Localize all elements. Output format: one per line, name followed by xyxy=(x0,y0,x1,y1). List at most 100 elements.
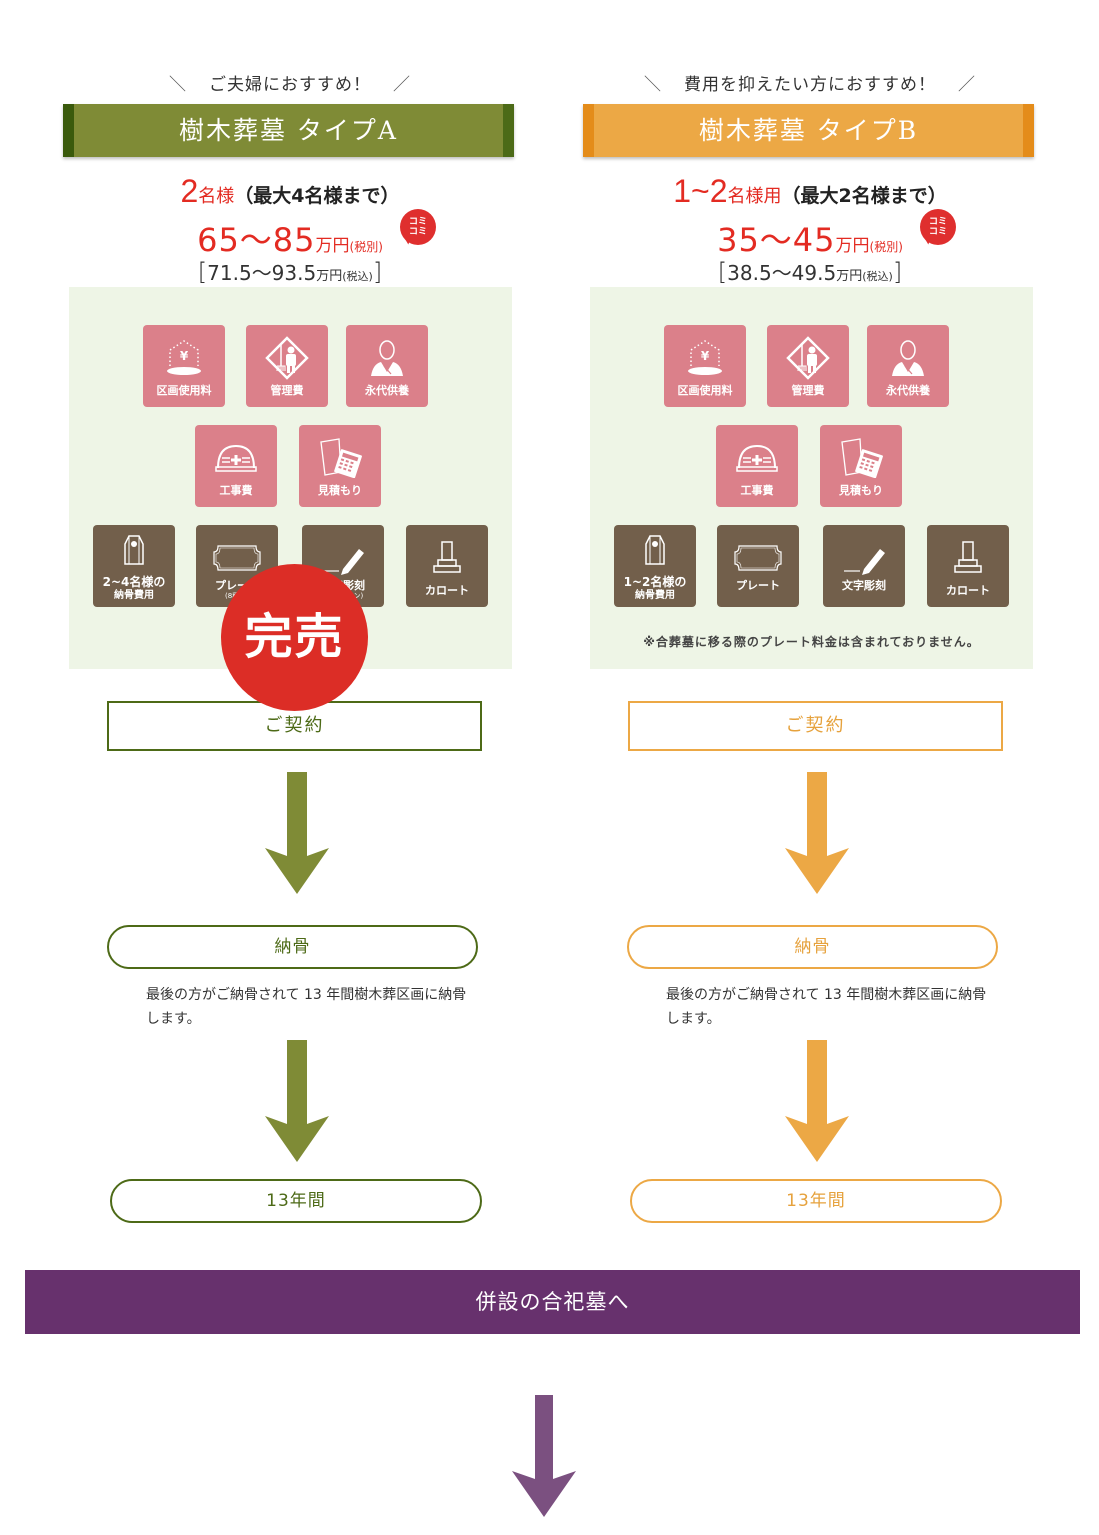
capacity-note: （最大2名様まで） xyxy=(781,185,947,207)
monk-icon xyxy=(867,337,949,379)
tile-management-fee: 管理費 xyxy=(246,325,328,407)
bracket-open: [ xyxy=(197,258,208,286)
interment-description: 最後の方がご納骨されて 13 年間樹木葬区画に納骨します。 xyxy=(666,987,987,1027)
pen-icon xyxy=(823,537,905,579)
contract-step: ご契約 xyxy=(628,701,1003,751)
arrow-down-icon xyxy=(511,1395,576,1519)
helmet-icon xyxy=(716,437,798,479)
plan-title: 樹木葬墓 タイプB xyxy=(583,104,1034,157)
tile-construction-fee: 工事費 xyxy=(195,425,277,507)
capacity-count: 1~2 xyxy=(673,173,728,209)
included-items-panel: ¥ 区画使用料 管理費 永代供養 工事費 見積もり xyxy=(69,287,512,669)
arrow-down-icon xyxy=(785,772,849,896)
svg-text:¥: ¥ xyxy=(180,349,189,363)
plot-yen-icon: ¥ xyxy=(664,337,746,379)
joint-grave-banner[interactable]: 併設の合祀墓へ xyxy=(25,1270,1080,1334)
komikomi-text: コミ コミ xyxy=(408,217,427,237)
capacity-note: （最大4名様まで） xyxy=(234,185,400,207)
plan-tagline: ＼ご夫婦におすすめ！／ xyxy=(60,70,520,95)
tile-plate: プレート xyxy=(717,525,799,607)
price-range: 35〜45 xyxy=(717,221,836,259)
tile-label: 区画使用料 xyxy=(677,384,733,397)
plan-price: 65〜85万円(税別) xyxy=(60,215,520,261)
plate-fee-note: ※合葬墓に移る際のプレート料金は含まれておりません。 xyxy=(643,635,980,649)
capacity-unit: 名様用 xyxy=(727,186,782,207)
monk-icon xyxy=(346,337,428,379)
tile-label: 区画使用料 xyxy=(156,384,212,397)
bracket-open: [ xyxy=(717,258,728,286)
tile-label-line2: 納骨費用 xyxy=(114,590,154,601)
plan-tagline: ＼ 費用を抑えたい方におすすめ！ ／ xyxy=(580,70,1040,95)
tile-interment-fee: 2~4名様の 納骨費用 xyxy=(93,525,175,607)
svg-text:¥: ¥ xyxy=(701,349,710,363)
plate-icon xyxy=(717,537,799,579)
arrow-down-icon xyxy=(785,1040,849,1164)
tile-estimate: 見積もり xyxy=(299,425,381,507)
tile-label: 管理費 xyxy=(270,384,304,397)
tile-engraving: 文字彫刻 xyxy=(823,525,905,607)
calculator-icon xyxy=(820,437,902,479)
urn-icon xyxy=(614,531,696,567)
incl-range: 38.5〜49.5 xyxy=(727,261,837,285)
tile-label: 見積もり xyxy=(318,484,362,497)
helmet-icon xyxy=(195,437,277,479)
tile-interment-fee: 1~2名様の 納骨費用 xyxy=(614,525,696,607)
tagline-text: 費用を抑えたい方におすすめ！ xyxy=(684,75,936,95)
tile-label-line1: 1~2名様の xyxy=(623,575,687,589)
tile-label: 永代供養 xyxy=(365,384,409,397)
plot-yen-icon: ¥ xyxy=(143,337,225,379)
plan-capacity: 2名様（最大4名様まで） xyxy=(60,173,520,210)
tile-label: プレート xyxy=(717,579,799,592)
tile-label: 2~4名様の 納骨費用 xyxy=(93,576,175,602)
tile-label: 永代供養 xyxy=(886,384,930,397)
incl-tax-note: (税込) xyxy=(342,270,373,283)
tile-label-line2: 納骨費用 xyxy=(635,590,675,601)
caretaker-icon xyxy=(246,336,328,380)
tagline-slash-left: ＼ xyxy=(644,75,662,95)
tombstone-icon xyxy=(927,537,1009,579)
arrow-down-icon xyxy=(265,1040,329,1164)
interment-description: 最後の方がご納骨されて 13 年間樹木葬区画に納骨します。 xyxy=(146,987,467,1027)
tile-karoto: カロート xyxy=(927,525,1009,607)
komikomi-text: コミ コミ xyxy=(928,217,947,237)
tile-label-main: 文字彫刻 xyxy=(842,579,886,592)
tile-label: 文字彫刻 xyxy=(823,579,905,592)
price-range: 65〜85 xyxy=(197,221,316,259)
plate-icon xyxy=(196,537,278,579)
plan-title: 樹木葬墓 タイプA xyxy=(63,104,514,157)
price-tax-note: (税別) xyxy=(869,240,903,254)
tile-perpetual-memorial: 永代供養 xyxy=(346,325,428,407)
komikomi-badge: コミ コミ xyxy=(920,209,956,245)
tile-plot-fee: ¥ 区画使用料 xyxy=(664,325,746,407)
tile-label-line1: 2~4名様の xyxy=(102,575,166,589)
tile-karoto: カロート xyxy=(406,525,488,607)
tile-label: カロート xyxy=(946,584,990,597)
tagline-slash-right: ／ xyxy=(958,75,976,95)
tile-label: 1~2名様の 納骨費用 xyxy=(614,576,696,602)
tile-label: 管理費 xyxy=(791,384,825,397)
sold-out-badge: 完売 xyxy=(221,564,368,711)
tile-plot-fee: ¥ 区画使用料 xyxy=(143,325,225,407)
incl-unit: 万円 xyxy=(836,269,863,284)
tombstone-icon xyxy=(406,537,488,579)
tile-engraving: 文字彫刻 (…デザイン) xyxy=(302,525,384,607)
tile-management-fee: 管理費 xyxy=(767,325,849,407)
tagline-slash-left: ＼ xyxy=(169,75,187,95)
calculator-icon xyxy=(299,437,381,479)
interment-step: 納骨 xyxy=(627,925,998,969)
tile-estimate: 見積もり xyxy=(820,425,902,507)
tile-label: 見積もり xyxy=(839,484,883,497)
tile-label: 工事費 xyxy=(740,484,774,497)
arrow-down-icon xyxy=(265,772,329,896)
included-items-panel: ¥ 区画使用料 管理費 永代供養 工事費 見積もり xyxy=(590,287,1033,669)
tile-label-main: プレート xyxy=(736,579,780,592)
tile-perpetual-memorial: 永代供養 xyxy=(867,325,949,407)
caretaker-icon xyxy=(767,336,849,380)
bracket-close: ] xyxy=(372,258,383,286)
price-unit: 万円 xyxy=(315,236,350,256)
tile-label: 工事費 xyxy=(219,484,253,497)
incl-range: 71.5〜93.5 xyxy=(207,261,317,285)
bracket-close: ] xyxy=(892,258,903,286)
capacity-count: 2 xyxy=(180,173,199,209)
thirteen-years-step: 13年間 xyxy=(630,1179,1002,1223)
